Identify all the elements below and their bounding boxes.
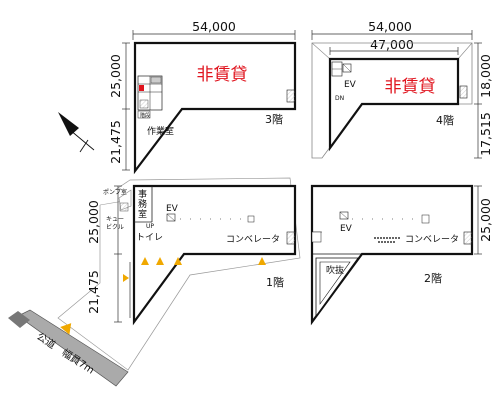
floor-1-office-2: 務: [138, 198, 147, 210]
north-arrow-icon: [58, 112, 95, 153]
floor-1-plan: 25,000 21,475 事 務 室 UP トイレ EV コンベレータ ポンプ…: [57, 177, 301, 371]
floor-1-cubicle-1: キュー: [106, 216, 124, 223]
floor-1-ev: EV: [166, 204, 179, 214]
floor-4-width-dim-2: 47,000: [370, 37, 414, 52]
entry-arrow-icon: [141, 257, 149, 265]
floor-4-ev: EV: [344, 80, 357, 90]
road-arrow-icon: [60, 323, 72, 335]
floor-4-dn: DN: [335, 95, 344, 102]
floor-3-depth-dim: 25,000: [108, 54, 123, 98]
floor-1-depth-dim-2: 21,475: [86, 270, 101, 314]
floor-1-office-3: 室: [138, 208, 147, 220]
floor-4-outline: [328, 57, 460, 152]
floor-1-label: 1階: [266, 275, 284, 289]
entry-arrow-icon: [123, 274, 129, 282]
floor-2-plan: 25,000 吹抜 EV コンベレータ 2階: [310, 184, 493, 326]
floor-3-depth-dim-2: 21,475: [108, 120, 123, 164]
floor-4-depth-dim-2: 17,515: [478, 112, 493, 156]
floor-2-outline: [310, 184, 474, 326]
floor-3-width-dim: 54,000: [192, 19, 236, 34]
floor-2-atrium: 吹抜: [326, 264, 344, 276]
floor-2-ev: EV: [340, 224, 353, 234]
floor-1-depth-dim: 25,000: [86, 200, 101, 244]
floor-4-depth-dim: 18,000: [478, 54, 493, 98]
floor-3-plan: 54,000 25,000 21,475 階段 非賃貸 作業室 3階: [108, 19, 297, 175]
floor-1-conveyor: コンベレータ: [226, 234, 280, 245]
entry-arrow-icon: [156, 257, 164, 265]
public-road: 公道 幅員7m: [8, 309, 129, 387]
floor-3-red-mark: [139, 85, 144, 91]
floor-2-conveyor: コンベレータ: [405, 234, 459, 245]
svg-text:階段: 階段: [140, 112, 150, 119]
entry-arrow-icon: [174, 257, 182, 265]
floor-1-toilet: トイレ: [136, 233, 163, 243]
floor-3-label: 3階: [265, 112, 283, 126]
entry-arrow-icon: [258, 257, 266, 265]
floor-4-label: 4階: [436, 113, 454, 127]
floor-1-cubicle-2: ビクル: [106, 223, 124, 231]
floor-3-status: 非賃貸: [197, 65, 248, 85]
floor-4-plan: 54,000 47,000 18,000 17,515 EV DN 非賃貸 4階: [311, 19, 493, 159]
floor-2-label: 2階: [424, 271, 442, 285]
floor-2-depth-dim: 25,000: [478, 198, 493, 242]
floor-1-office-1: 事: [138, 188, 147, 200]
floor-3-room-label: 作業室: [147, 125, 174, 137]
floor-1-pump-room: ポンプ室: [103, 188, 127, 196]
floor-4-width-dim: 54,000: [368, 19, 412, 34]
floor-4-status: 非賃貸: [385, 77, 436, 97]
floor-3-outline: [133, 41, 297, 175]
floor-1-up: UP: [146, 223, 154, 230]
road-band: [17, 309, 129, 387]
